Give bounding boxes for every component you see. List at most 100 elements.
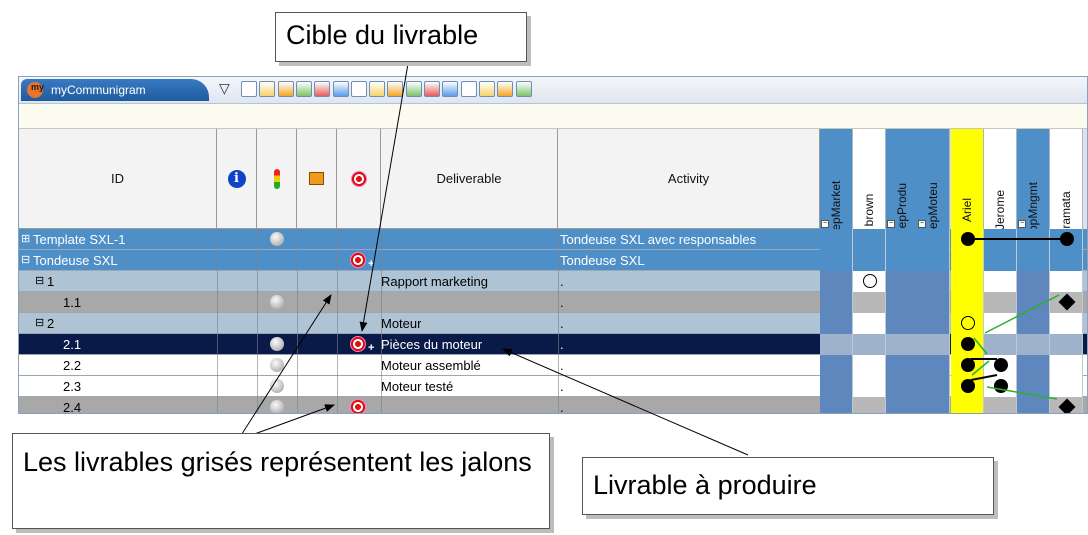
person-column-depmoteu[interactable]: DepMoteu− xyxy=(917,129,950,238)
matrix-cell[interactable] xyxy=(853,250,886,271)
matrix-cell[interactable] xyxy=(820,334,853,355)
matrix-cell[interactable] xyxy=(917,229,950,250)
activity-cell[interactable]: . xyxy=(560,316,564,331)
expand-people-icon[interactable] xyxy=(515,81,532,97)
matrix-cell[interactable] xyxy=(853,229,886,250)
target-icon[interactable] xyxy=(350,252,366,268)
matrix-cell[interactable] xyxy=(951,250,984,271)
column-header-status[interactable] xyxy=(257,129,297,229)
pending-circle-icon[interactable] xyxy=(862,274,877,288)
column-header-info[interactable]: i xyxy=(217,129,257,229)
matrix-cell[interactable] xyxy=(820,313,853,334)
matrix-cell[interactable] xyxy=(951,292,984,313)
person-column-ramata[interactable]: ramata xyxy=(1050,129,1083,229)
matrix-cell[interactable] xyxy=(984,250,1017,271)
matrix-cell[interactable] xyxy=(1017,250,1050,271)
collapse-people-icon[interactable] xyxy=(497,81,514,97)
matrix-cell[interactable] xyxy=(853,355,886,376)
matrix-cell[interactable] xyxy=(1017,355,1050,376)
matrix-cell[interactable] xyxy=(917,334,950,355)
forward-icon[interactable] xyxy=(460,81,477,97)
matrix-cell[interactable] xyxy=(984,397,1017,413)
column-header-activity[interactable]: Activity xyxy=(558,129,820,229)
matrix-cell[interactable] xyxy=(820,271,853,292)
add-row-icon[interactable] xyxy=(295,81,312,97)
matrix-cell[interactable] xyxy=(1017,292,1050,313)
export-icon[interactable] xyxy=(424,81,440,97)
column-header-deliverable-type[interactable] xyxy=(297,129,337,229)
activity-cell[interactable]: . xyxy=(560,295,564,310)
activity-cell[interactable]: . xyxy=(560,379,564,394)
activity-cell[interactable]: . xyxy=(560,358,564,373)
activity-cell[interactable]: . xyxy=(560,337,564,352)
status-ball-icon[interactable] xyxy=(270,358,284,372)
matrix-cell[interactable] xyxy=(917,313,950,334)
matrix-cell[interactable] xyxy=(1017,397,1050,413)
assignment-dot-icon[interactable] xyxy=(993,358,1008,372)
column-header-deliverable[interactable]: Deliverable xyxy=(381,129,558,229)
assignment-dot-icon[interactable] xyxy=(960,358,975,372)
person-column-depmarket[interactable]: DepMarket− xyxy=(820,129,853,239)
collapse-column-icon[interactable]: − xyxy=(918,220,926,228)
matrix-cell[interactable] xyxy=(820,292,853,313)
collapse-icon[interactable]: ⊟ xyxy=(35,317,45,329)
deliverable-cell[interactable]: Moteur assemblé xyxy=(381,358,481,373)
deliverable-cell[interactable]: Pièces du moteur xyxy=(381,337,483,352)
column-header-id[interactable]: ID xyxy=(19,129,217,229)
matrix-cell[interactable] xyxy=(917,250,950,271)
matrix-cell[interactable] xyxy=(1050,376,1083,397)
matrix-cell[interactable] xyxy=(853,292,886,313)
table-row[interactable]: 1.1. xyxy=(19,292,1087,313)
toolbar-dropdown-icon[interactable]: ▽ xyxy=(219,80,230,96)
activity-cell[interactable]: . xyxy=(560,400,564,414)
assignment-dot-icon[interactable] xyxy=(960,379,975,393)
collapse-column-icon[interactable]: − xyxy=(821,220,829,228)
matrix-cell[interactable] xyxy=(917,271,950,292)
matrix-cell[interactable] xyxy=(917,292,950,313)
target-icon[interactable] xyxy=(350,399,366,413)
matrix-cell[interactable] xyxy=(1050,271,1083,292)
deliverable-cell[interactable]: Moteur testé xyxy=(381,379,454,394)
person-column-jerome[interactable]: Jerome xyxy=(984,129,1017,230)
collapse-column-icon[interactable]: − xyxy=(1018,220,1026,228)
filter-icon[interactable] xyxy=(350,81,367,97)
matrix-cell[interactable] xyxy=(1017,376,1050,397)
matrix-cell[interactable] xyxy=(1050,334,1083,355)
collapse-icon[interactable]: ⊟ xyxy=(21,254,31,266)
matrix-cell[interactable] xyxy=(917,355,950,376)
table-row[interactable]: 2.4. xyxy=(19,397,1087,414)
matrix-cell[interactable] xyxy=(984,292,1017,313)
add-column-icon[interactable] xyxy=(332,81,349,97)
columns-icon[interactable] xyxy=(314,81,331,97)
activity-cell[interactable]: Tondeuse SXL avec responsables xyxy=(560,232,757,247)
print-icon[interactable] xyxy=(259,81,276,97)
matrix-cell[interactable] xyxy=(984,271,1017,292)
matrix-cell[interactable] xyxy=(1017,334,1050,355)
matrix-cell[interactable] xyxy=(917,397,950,413)
matrix-cell[interactable] xyxy=(1050,250,1083,271)
matrix-cell[interactable] xyxy=(917,376,950,397)
matrix-cell[interactable] xyxy=(853,397,886,413)
pending-circle-icon[interactable] xyxy=(960,316,975,330)
matrix-cell[interactable] xyxy=(1050,355,1083,376)
preview-icon[interactable] xyxy=(241,81,257,97)
matrix-cell[interactable] xyxy=(820,355,853,376)
column-header-target[interactable] xyxy=(337,129,381,229)
activity-cell[interactable]: Tondeuse SXL xyxy=(560,253,645,268)
matrix-cell[interactable] xyxy=(1017,313,1050,334)
matrix-cell[interactable] xyxy=(853,334,886,355)
matrix-cell[interactable] xyxy=(1017,271,1050,292)
matrix-cell[interactable] xyxy=(820,397,853,413)
status-ball-icon[interactable] xyxy=(270,295,284,309)
target-icon[interactable] xyxy=(350,336,366,352)
table-row[interactable]: ⊟Tondeuse SXL+Tondeuse SXL xyxy=(19,250,1087,271)
status-ball-icon[interactable] xyxy=(270,232,284,246)
team-icon[interactable] xyxy=(442,81,459,97)
matrix-cell[interactable] xyxy=(820,229,853,250)
expand-all-icon[interactable] xyxy=(277,81,294,97)
person-column-brown[interactable]: brown xyxy=(853,129,886,229)
